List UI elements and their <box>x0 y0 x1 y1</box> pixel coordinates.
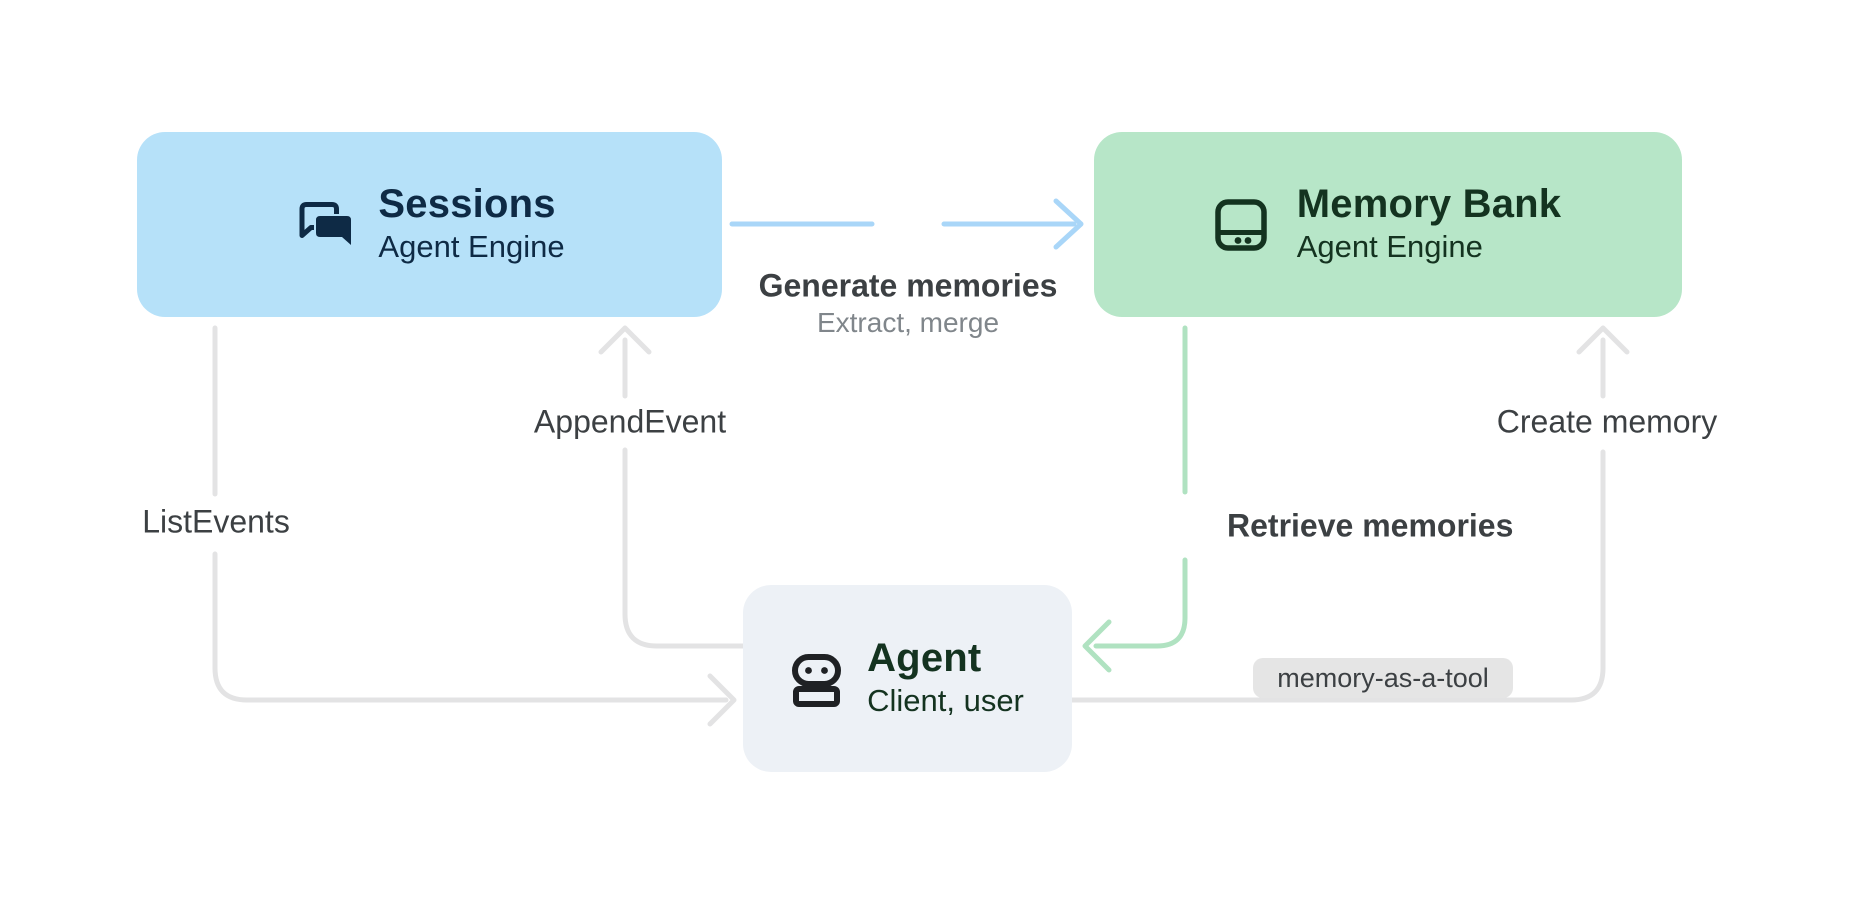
create-memory-label: Create memory <box>1496 403 1718 440</box>
memory-bank-node: Memory Bank Agent Engine <box>1094 132 1682 317</box>
extract-merge-sublabel: Extract, merge <box>816 307 1000 338</box>
agent-subtitle: Client, user <box>867 682 1024 718</box>
list-events-line-bottom <box>212 551 729 703</box>
robot-icon <box>792 653 842 707</box>
agent-node: Agent Client, user <box>743 585 1072 772</box>
sparkle-icon <box>877 194 937 254</box>
append-event-arrowhead-icon <box>598 325 652 355</box>
sessions-subtitle: Agent Engine <box>378 228 565 264</box>
retrieve-memories-label: Retrieve memories <box>1227 507 1514 544</box>
agent-title: Agent <box>867 635 982 680</box>
retrieve-memories-line-bottom <box>1093 557 1188 649</box>
memory-bank-icon <box>1214 198 1267 251</box>
memory-as-a-tool-badge: memory-as-a-tool <box>1253 658 1513 698</box>
sessions-title: Sessions <box>378 181 556 226</box>
generate-memories-label: Generate memories <box>758 267 1058 304</box>
sparkle-icon <box>1159 499 1213 553</box>
create-memory-line-bottom <box>1069 449 1606 703</box>
list-events-label: ListEvents <box>142 503 290 540</box>
retrieve-memories-arrowhead-icon <box>1082 619 1112 673</box>
sessions-node: Sessions Agent Engine <box>137 132 722 317</box>
append-event-line-bottom <box>622 447 746 649</box>
chat-forum-icon <box>299 201 353 247</box>
create-memory-arrowhead-icon <box>1576 325 1630 355</box>
memory-bank-subtitle: Agent Engine <box>1296 228 1483 264</box>
generate-memories-arrowhead-icon <box>1053 198 1084 250</box>
memory-bank-title: Memory Bank <box>1296 181 1562 226</box>
list-events-arrowhead-icon <box>707 673 737 727</box>
append-event-label: AppendEvent <box>533 403 727 440</box>
